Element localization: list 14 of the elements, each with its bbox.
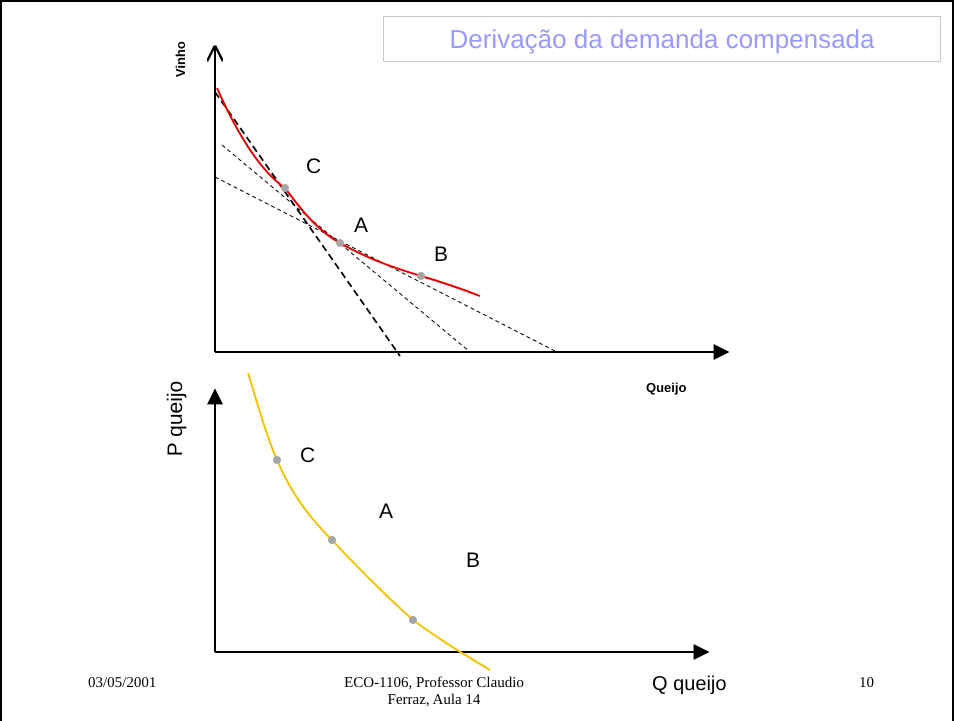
axis-title: P queijo bbox=[164, 380, 188, 456]
slide-title: Derivação da demanda compensada bbox=[383, 16, 941, 62]
axis-title: Queijo bbox=[646, 381, 686, 396]
point-label: A bbox=[379, 500, 394, 524]
footer-date: 03/05/2001 bbox=[88, 675, 156, 692]
footer-text: ECO-1106, Professor Claudio Ferraz, Aula 14 bbox=[343, 675, 525, 708]
page-number: 10 bbox=[859, 675, 874, 692]
point-label: C bbox=[300, 444, 316, 468]
point-label: C bbox=[306, 155, 322, 178]
axis-title: Vinho bbox=[174, 41, 188, 78]
point-label: B bbox=[434, 243, 448, 266]
axis-title: Q queijo bbox=[652, 673, 726, 695]
point-label: A bbox=[354, 214, 368, 238]
point-label: B bbox=[466, 549, 480, 572]
